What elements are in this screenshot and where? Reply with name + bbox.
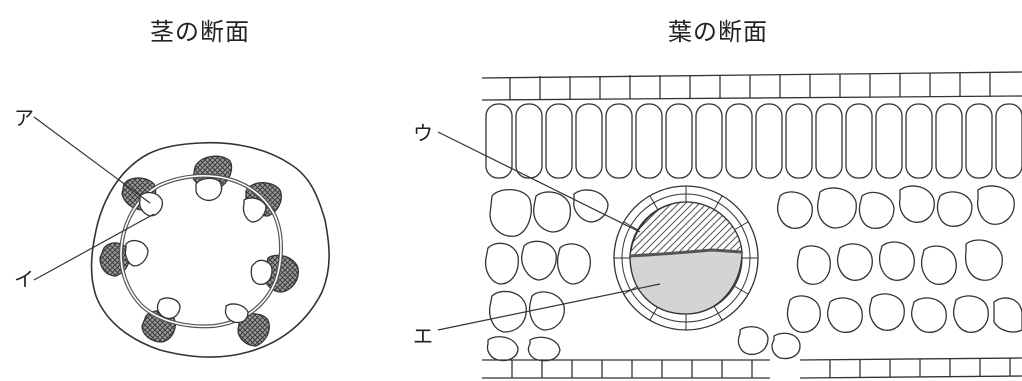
stem-cross-section — [34, 117, 329, 357]
leaf-vein — [614, 186, 758, 330]
palisade-layer — [486, 104, 1022, 178]
lower-epidermis — [482, 358, 1022, 378]
vascular-bundle-xylem-i — [125, 178, 272, 322]
leaf-cross-section — [482, 72, 1022, 378]
upper-epidermis — [482, 72, 1022, 100]
pointer-line-a — [34, 117, 150, 203]
